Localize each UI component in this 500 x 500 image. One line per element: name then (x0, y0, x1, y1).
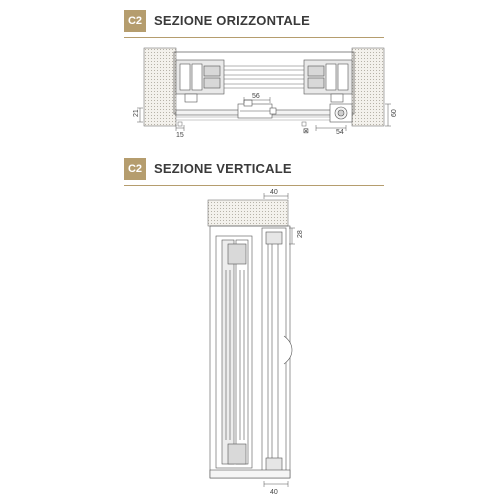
section-badge: C2 (124, 158, 146, 180)
dim-15: 15 (176, 132, 184, 139)
right-jamb-profile (303, 59, 353, 103)
title-rule (124, 185, 384, 186)
dim-54: 54 (336, 129, 344, 136)
dim-marker-label: ⊠ (303, 128, 309, 135)
glazing (224, 65, 304, 89)
dim-top-40: 40 (270, 189, 278, 196)
left-jamb-profile (175, 59, 225, 103)
title-rule (124, 37, 384, 38)
shutter-channel (261, 227, 293, 477)
head-wall (207, 199, 289, 227)
sill (209, 469, 291, 479)
section-header-horizontal: C2 SEZIONE ORIZZONTALE (124, 10, 384, 38)
sash-profile (215, 235, 253, 469)
section-badge: C2 (124, 10, 146, 32)
dim-21: 21 (133, 109, 140, 117)
section-header-vertical: C2 SEZIONE VERTICALE (124, 158, 384, 186)
dimension-lines (137, 97, 391, 131)
vertical-dimension-lines (263, 193, 295, 487)
right-wall (351, 47, 385, 127)
marker (177, 121, 183, 127)
handle-assembly (237, 99, 277, 119)
section-title: SEZIONE ORIZZONTALE (154, 13, 310, 28)
roller-box (329, 103, 353, 123)
dim-side-28: 28 (297, 230, 304, 238)
section-title: SEZIONE VERTICALE (154, 161, 292, 176)
vertical-section-drawing: 40 28 40 (207, 189, 304, 496)
dim-56: 56 (252, 93, 260, 100)
dim-bottom-40: 40 (270, 489, 278, 496)
dim-60: 60 (391, 109, 398, 117)
left-wall (143, 47, 177, 127)
marker (301, 121, 307, 127)
